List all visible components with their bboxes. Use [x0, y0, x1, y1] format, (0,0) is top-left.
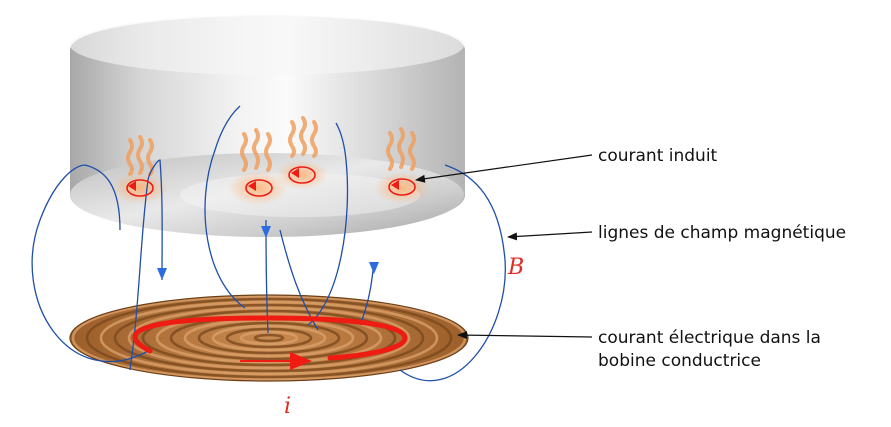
field-arrow-icon [157, 268, 167, 280]
pointer-field-lines [508, 232, 592, 237]
pan-top-rim [70, 15, 464, 75]
heat-glow [112, 172, 168, 204]
pointer-coil-current [458, 335, 592, 337]
label-coil-current-line1: courant électrique dans la [598, 328, 821, 348]
label-induced-current: courant induit [598, 146, 718, 166]
heat-glow [374, 172, 430, 204]
label-field-lines: lignes de champ magnétique [598, 223, 846, 243]
field-arrow-icon [369, 262, 379, 274]
symbol-i: i [284, 394, 291, 419]
symbol-b: B [507, 255, 524, 280]
label-coil-current-line2: bobine conductrice [598, 351, 761, 371]
heat-glow [276, 160, 328, 190]
